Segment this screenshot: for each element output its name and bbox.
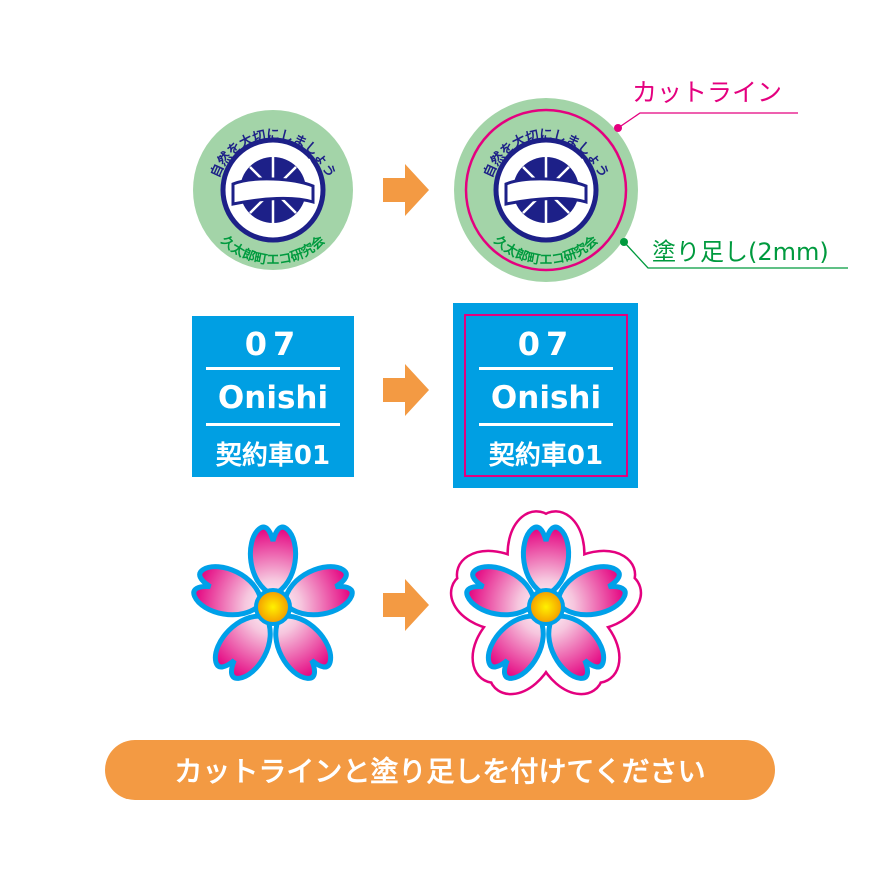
plate-with-cutline: 07 Onishi 契約車01 xyxy=(453,303,638,488)
flower-original xyxy=(190,527,356,685)
bleed-callout: 塗り足し(2mm) xyxy=(620,238,848,269)
plate-number: 07 xyxy=(245,325,302,363)
plate-contract: 契約車01 xyxy=(488,440,603,471)
cut-line xyxy=(464,108,628,272)
arrow-right-icon xyxy=(383,164,429,216)
plate-name: Onishi xyxy=(218,380,328,416)
cut-line-label: カットライン xyxy=(632,78,782,107)
arrow-right-icon xyxy=(383,364,429,416)
cut-line xyxy=(464,314,628,477)
logo-with-cutline: 自然を大切にしましょう 久太郎町エコ研究会 xyxy=(454,98,638,282)
globe-e-icon xyxy=(231,157,316,223)
instruction-text: カットラインと塗り足しを付けてください xyxy=(174,755,705,788)
cut-line-callout: カットライン xyxy=(614,78,798,132)
flower-with-cutline xyxy=(463,527,629,685)
logo-original: 自然を大切にしましょう 久太郎町エコ研究会 xyxy=(193,110,353,270)
arrow-right-icon xyxy=(383,579,429,631)
bleed-area xyxy=(453,303,638,488)
instruction-banner: カットラインと塗り足しを付けてください xyxy=(105,740,775,800)
plate-name: Onishi xyxy=(491,380,601,416)
plate-number: 07 xyxy=(518,325,575,363)
plate-contract: 契約車01 xyxy=(215,440,330,471)
flower-center xyxy=(254,588,292,626)
flower-center xyxy=(527,588,565,626)
plate-original: 07 Onishi 契約車01 xyxy=(192,316,354,477)
bleed-label: 塗り足し(2mm) xyxy=(652,238,829,266)
globe-e-icon xyxy=(504,157,589,223)
